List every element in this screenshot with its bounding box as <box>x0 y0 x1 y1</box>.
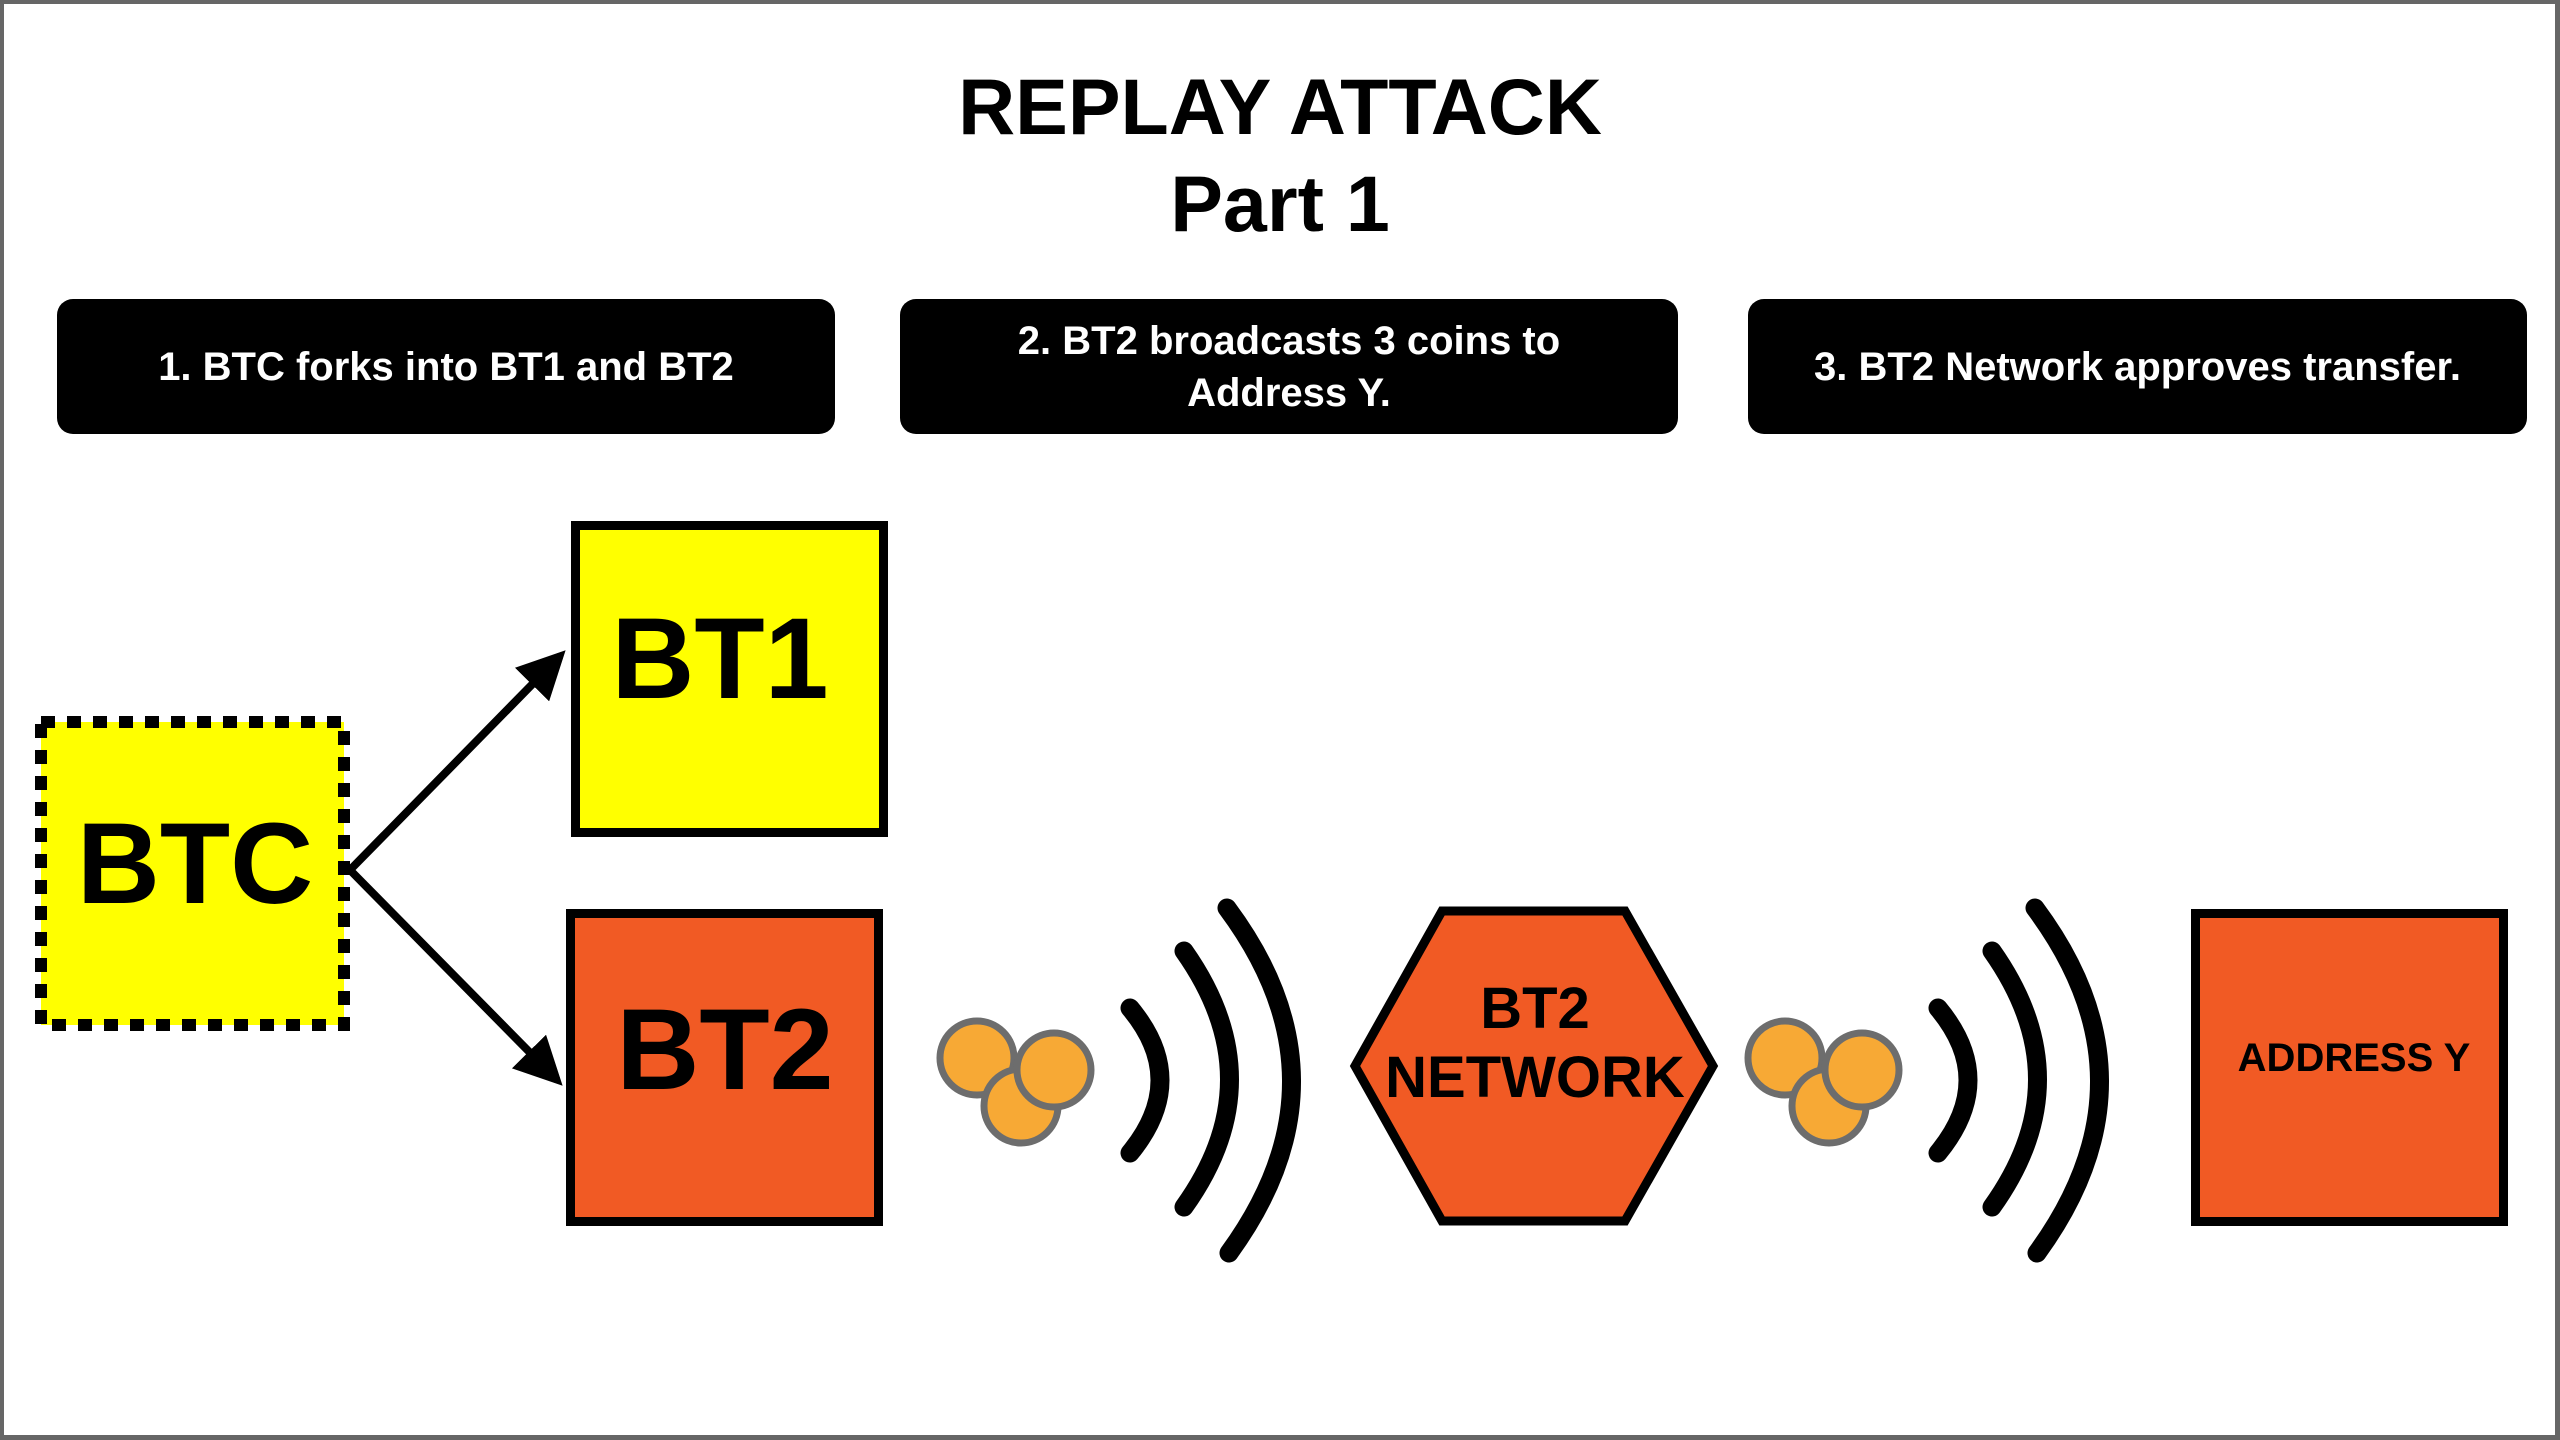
signal-arc-inner <box>1928 998 1978 1163</box>
network-label-line1: BT2 <box>1480 976 1590 1041</box>
network-label-line2: NETWORK <box>1385 1045 1685 1110</box>
btc-node: BTC <box>35 716 350 1031</box>
step-3-label: 3. BT2 Network approves transfer. <box>1814 344 2461 389</box>
coin-icon <box>1013 1029 1095 1111</box>
bt2-network-node: BT2 NETWORK <box>1349 906 1719 1226</box>
signal-waves-icon <box>1928 898 2109 1263</box>
bt1-label: BT1 <box>611 595 828 723</box>
signal-arc-middle <box>1174 941 1239 1217</box>
signal-arc-middle <box>1982 941 2047 1217</box>
step-2-banner: 2. BT2 broadcasts 3 coins to Address Y. <box>900 299 1678 434</box>
btc-box <box>41 722 344 1025</box>
bt2-box <box>566 909 883 1226</box>
bt2-label: BT2 <box>616 986 833 1114</box>
signal-arc-outer <box>2025 898 2109 1263</box>
step-2-label: 2. BT2 broadcasts 3 coins to Address Y. <box>1017 318 1561 415</box>
signal-arc-inner <box>1120 998 1170 1163</box>
address-y-node: ADDRESS Y <box>2191 909 2508 1226</box>
coins-group-1 <box>936 1017 1095 1147</box>
address-y-label: ADDRESS Y <box>2238 1036 2471 1080</box>
signal-arc-outer <box>1217 898 1301 1263</box>
bt2-node: BT2 <box>566 909 883 1226</box>
arrow-to-bt2 <box>347 867 563 1086</box>
step-1-label: 1. BTC forks into BT1 and BT2 <box>158 344 734 389</box>
coin-icon <box>1821 1029 1903 1111</box>
btc-dotted-border <box>35 716 350 1031</box>
signal-waves-icon <box>1120 898 1301 1263</box>
step-3-banner: 3. BT2 Network approves transfer. <box>1748 299 2527 434</box>
step-1-banner: 1. BTC forks into BT1 and BT2 <box>57 299 835 434</box>
coins-group-2 <box>1744 1017 1903 1147</box>
bt1-box <box>571 521 888 837</box>
btc-label: BTC <box>77 800 313 928</box>
slide-title: REPLAY ATTACK <box>958 62 1602 151</box>
arrow-to-bt1 <box>347 650 566 873</box>
slide-subtitle: Part 1 <box>1170 159 1390 248</box>
bt1-node: BT1 <box>571 521 888 837</box>
network-hexagon <box>1349 906 1719 1226</box>
address-y-box <box>2191 909 2508 1226</box>
